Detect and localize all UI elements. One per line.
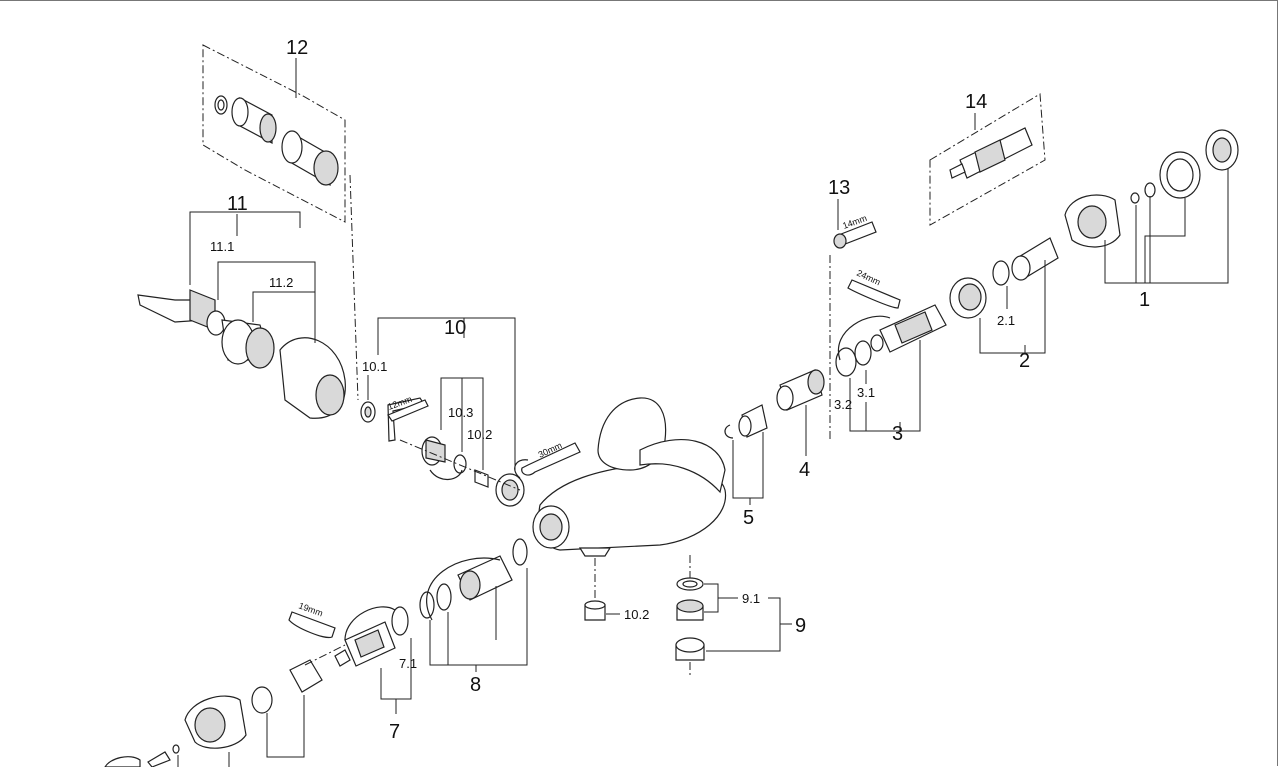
label-11-1: 11.1 bbox=[210, 239, 234, 254]
label-10-2: 10.2 bbox=[467, 427, 492, 442]
label-7: 7 bbox=[389, 721, 400, 743]
label-2-1: 2.1 bbox=[997, 313, 1015, 328]
label-4: 4 bbox=[799, 459, 810, 481]
part-3-group bbox=[835, 304, 947, 377]
rotate-arrow-3 bbox=[837, 315, 891, 361]
label-3-2: 3.2 bbox=[834, 397, 852, 412]
part-12-group bbox=[202, 44, 346, 223]
part-14-group bbox=[929, 93, 1046, 226]
label-1: 1 bbox=[1139, 289, 1150, 311]
axis-12 bbox=[349, 174, 359, 401]
wrench-24mm bbox=[847, 279, 901, 309]
label-10: 10 bbox=[444, 317, 466, 339]
rotate-arrow-10 bbox=[429, 469, 463, 480]
axis-10 bbox=[399, 439, 521, 491]
part-11-group bbox=[137, 289, 346, 419]
label-9-1: 9.1 bbox=[742, 591, 760, 606]
label-14: 14 bbox=[965, 91, 987, 113]
wrench-30mm bbox=[521, 442, 581, 476]
part-1-group bbox=[1064, 129, 1239, 248]
part-9-group bbox=[675, 555, 705, 675]
label-7-1: 7.1 bbox=[399, 656, 417, 671]
label-8: 8 bbox=[470, 674, 481, 696]
mixer-body bbox=[532, 397, 727, 557]
rotate-arrow-8 bbox=[426, 557, 501, 621]
label-12: 12 bbox=[286, 37, 308, 59]
rotate-arrow-30 bbox=[514, 459, 529, 479]
part-4-group bbox=[776, 369, 825, 411]
part-2-group bbox=[949, 237, 1059, 319]
rotate-arrow-7 bbox=[344, 606, 396, 641]
lower-left-handle-group bbox=[104, 659, 323, 767]
label-9: 9 bbox=[795, 615, 806, 637]
part-5-group bbox=[724, 404, 768, 439]
part-10-2-lower bbox=[584, 558, 606, 621]
part-8-group bbox=[419, 538, 528, 621]
label-10-3: 10.3 bbox=[448, 405, 473, 420]
label-10-2-lower: 10.2 bbox=[624, 607, 649, 622]
part-10-group bbox=[360, 397, 525, 507]
wrench-12mm bbox=[387, 399, 429, 422]
label-2: 2 bbox=[1019, 350, 1030, 372]
label-10-1: 10.1 bbox=[362, 359, 387, 374]
part-13-group bbox=[833, 221, 877, 249]
label-3-1: 3.1 bbox=[857, 385, 875, 400]
label-3: 3 bbox=[892, 423, 903, 445]
part-7-group bbox=[334, 606, 409, 667]
wrench-19mm bbox=[288, 611, 336, 639]
label-13: 13 bbox=[828, 177, 850, 199]
label-5: 5 bbox=[743, 507, 754, 529]
label-11-2: 11.2 bbox=[269, 275, 293, 290]
label-11: 11 bbox=[227, 193, 248, 215]
